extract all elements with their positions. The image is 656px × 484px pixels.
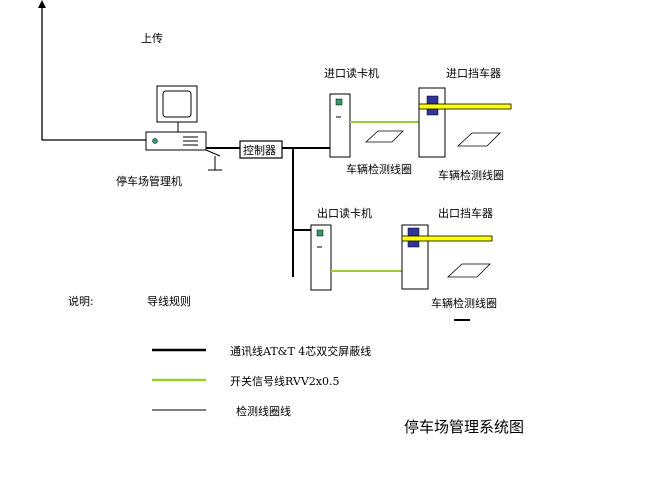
diagram-title: 停车场管理系统图 bbox=[404, 418, 525, 436]
entry-loop-label: 车辆检测线圈 bbox=[346, 163, 412, 176]
legend-label-comm: 通讯线AT&T 4芯双交屏蔽线 bbox=[230, 345, 372, 358]
entry-barrier-label: 进口挡车器 bbox=[446, 67, 501, 80]
upload-arrow bbox=[38, 0, 150, 141]
entry-reader-label: 进口读卡机 bbox=[324, 67, 379, 80]
management-computer-icon bbox=[145, 85, 222, 171]
exit-barrier bbox=[401, 224, 493, 290]
controller-box bbox=[239, 140, 283, 159]
legend-heading-left: 说明: bbox=[68, 295, 94, 308]
entry-barrier bbox=[418, 87, 512, 158]
entry-loop-barrier bbox=[456, 132, 501, 147]
entry-loop-reader bbox=[364, 130, 404, 143]
legend-label-loop: 检测线圈线 bbox=[236, 405, 291, 418]
entry-loop-label-2: 车辆检测线圈 bbox=[438, 169, 504, 182]
exit-loop-barrier bbox=[446, 263, 491, 278]
management-pc-label: 停车场管理机 bbox=[116, 175, 182, 188]
exit-loop-label: 车辆检测线圈 bbox=[431, 297, 497, 310]
exit-reader-label: 出口读卡机 bbox=[317, 207, 372, 220]
exit-card-reader bbox=[310, 224, 332, 291]
controller-label: 控制器 bbox=[243, 144, 276, 157]
legend-label-signal: 开关信号线RVV2x0.5 bbox=[230, 375, 340, 388]
legend-heading-right: 导线规则 bbox=[147, 295, 191, 308]
upload-label: 上传 bbox=[141, 32, 163, 45]
entry-card-reader bbox=[329, 93, 351, 158]
exit-barrier-label: 出口挡车器 bbox=[438, 207, 493, 220]
